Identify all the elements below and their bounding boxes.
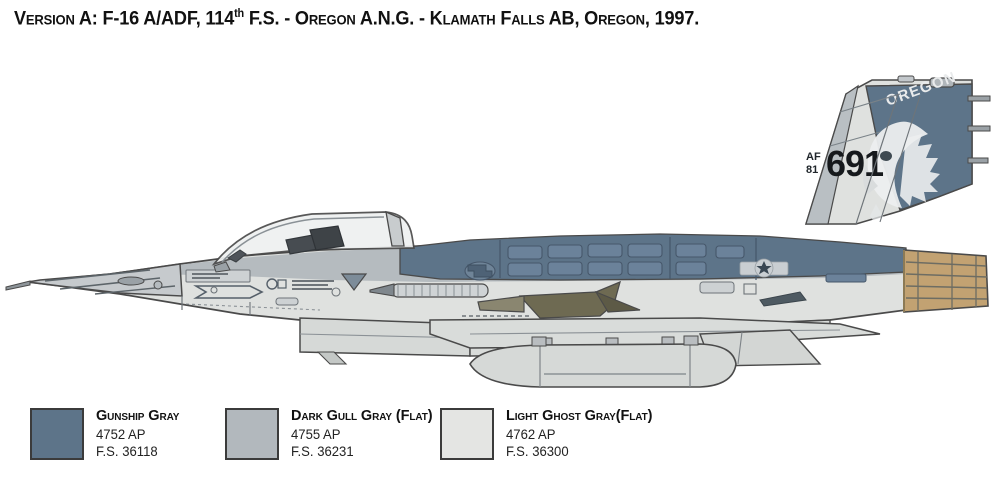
legend-text-group: Light Ghost Gray(Flat) 4762 AP F.S. 3630…	[506, 408, 652, 460]
misc-details	[210, 273, 867, 307]
rudder-hinge-2	[967, 125, 991, 132]
color-code: 4752 AP	[96, 426, 146, 442]
color-name: Gunship Gray	[96, 408, 180, 424]
store-rear-fin	[594, 290, 641, 313]
fin-leading-edge	[805, 84, 859, 225]
legend-text-group: Dark Gull Gray (Flat) 4755 AP F.S. 36231	[291, 408, 433, 460]
color-name: Light Ghost Gray(Flat)	[506, 408, 653, 424]
ejection-seat-headrest	[309, 225, 345, 251]
legend-item-dark-gull-gray: Dark Gull Gray (Flat) 4755 AP F.S. 36231	[225, 408, 440, 460]
fin-panel-line-2	[829, 131, 881, 147]
fin-top-blade-antenna	[897, 75, 915, 83]
fuel-port	[331, 287, 341, 297]
lower-access-hatch	[275, 297, 299, 306]
national-insignia	[739, 258, 789, 278]
eagle-head-shape	[867, 121, 928, 208]
rudder-hinge-3	[967, 157, 989, 164]
nozzle-banding	[905, 261, 988, 300]
fin-tip-antenna-fairing	[929, 77, 955, 88]
vertical-stabilizer: OREGON AF 81 691	[804, 69, 991, 238]
tail-code-year: 81	[806, 164, 818, 176]
f16-side-profile-svg: OREGON AF 81 691	[5, 69, 991, 388]
title-superscript: th	[234, 7, 245, 21]
static-port	[210, 286, 218, 294]
color-swatch-light-ghost-gray	[440, 408, 494, 460]
color-fs-number: F.S. 36300	[506, 444, 569, 460]
color-code: 4755 AP	[291, 426, 341, 442]
nose-aoa-probe	[153, 280, 163, 290]
pitot-tube	[5, 280, 31, 291]
fin-panel-line-1	[839, 93, 901, 113]
gun-muzzle-fairing	[369, 283, 395, 297]
color-code: 4762 AP	[506, 426, 556, 442]
gun-gas-vent-strip	[391, 283, 489, 298]
maintenance-stencil-block	[266, 278, 334, 290]
rudder-hinge-1	[967, 95, 991, 102]
ejection-warning-triangle	[340, 273, 368, 291]
rear-dark-fairing	[759, 291, 807, 307]
fuselage-vent-cross	[464, 261, 496, 281]
aft-upper-panel	[825, 273, 867, 283]
rescue-arrow-marking	[193, 285, 264, 299]
eagle-neck-feathers	[870, 204, 906, 238]
eagle-eye	[880, 151, 892, 161]
color-fs-number: F.S. 36118	[96, 444, 158, 460]
color-fs-number: F.S. 36231	[291, 444, 354, 460]
wing-pylon-store	[477, 280, 641, 319]
small-square-panel	[743, 283, 757, 295]
paint-color-legend: Gunship Gray 4752 AP F.S. 36118 Dark Gul…	[30, 408, 970, 478]
aircraft-body-group: OREGON AF 81 691	[5, 69, 991, 388]
tail-code-prefix: AF	[806, 151, 821, 163]
color-name: Dark Gull Gray (Flat)	[291, 408, 433, 424]
color-swatch-dark-gull-gray	[225, 408, 279, 460]
nose-stencil-text	[192, 273, 228, 279]
exhaust-nozzle	[903, 249, 989, 313]
drop-tank-rear-lug	[683, 335, 699, 346]
upper-fuselage-panels	[507, 243, 745, 277]
lower-panel-dashed-line	[185, 303, 321, 311]
legend-item-gunship-gray: Gunship Gray 4752 AP F.S. 36118	[30, 408, 225, 460]
version-title-bar: Version A: F-16 A/ADF, 114th F.S. - Oreg…	[14, 4, 974, 34]
canopy-inner-frame	[221, 216, 385, 263]
rear-access-panel	[699, 281, 735, 294]
fin-spar-line	[855, 93, 899, 225]
store-body	[477, 295, 525, 313]
windscreen-base	[213, 261, 231, 273]
color-swatch-gunship-gray	[30, 408, 84, 460]
legend-item-light-ghost-gray: Light Ghost Gray(Flat) 4762 AP F.S. 3630…	[440, 408, 700, 460]
title-prefix: Version A: F-16 A/ADF, 114	[14, 7, 235, 30]
nose-gear-door	[316, 351, 348, 365]
legend-text-group: Gunship Gray 4752 AP F.S. 36118	[96, 408, 179, 460]
canopy-rear-frame	[385, 210, 405, 247]
hud-unit	[227, 249, 247, 263]
eagle-feather-crest	[900, 134, 940, 206]
aircraft-profile-illustration: OREGON AF 81 691	[0, 34, 1000, 400]
cockpit-canopy	[211, 210, 416, 273]
page-title: Version A: F-16 A/ADF, 114th F.S. - Oreg…	[14, 7, 699, 31]
radome-panel-line-1	[44, 269, 151, 282]
title-suffix: F.S. - Oregon A.N.G. - Klamath Falls AB,…	[244, 7, 700, 30]
centerline-drop-tank	[469, 335, 737, 388]
drop-tank-body	[469, 343, 737, 388]
nose-sensor-fairing	[117, 276, 145, 286]
drop-tank-front-lug	[531, 336, 547, 347]
fin-spar-line-2	[879, 95, 921, 223]
ventral-fin-line	[737, 331, 743, 365]
